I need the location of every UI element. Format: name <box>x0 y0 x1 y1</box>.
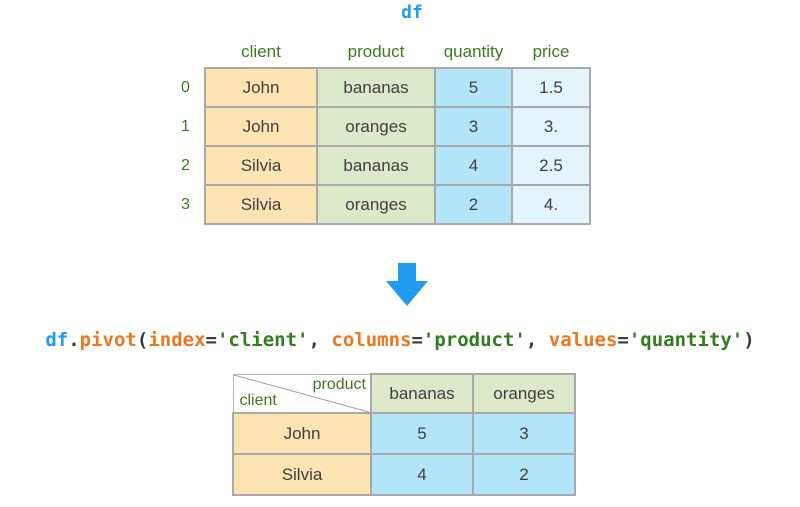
down-arrow-icon <box>386 263 428 306</box>
corner-diagonal: product client <box>233 374 370 412</box>
code-token-equals-1: = <box>205 329 217 351</box>
table-row: John 5 3 <box>232 412 576 455</box>
df-column-header-quantity: quantity <box>443 42 504 61</box>
df-column-header-client: client <box>241 42 281 61</box>
row-index: 1 <box>181 117 190 135</box>
cell-price: 1.5 <box>511 67 591 108</box>
pivot-corner-cell: product client <box>232 373 372 414</box>
dataframe-title: df <box>401 2 423 23</box>
cell-price: 2.5 <box>511 145 591 186</box>
row-index: 0 <box>181 78 190 96</box>
cell-product: bananas <box>316 145 436 186</box>
cell-price: 4. <box>511 184 591 225</box>
input-dataframe-table: client product quantity price 0 John ban… <box>167 37 591 225</box>
row-index: 2 <box>181 156 190 174</box>
corner-label-client: client <box>239 392 277 409</box>
cell-quantity: 4 <box>434 145 513 186</box>
cell-quantity: 5 <box>434 67 513 108</box>
row-index: 3 <box>181 195 190 213</box>
pivot-code-line: df.pivot(index='client', columns='produc… <box>0 329 800 351</box>
code-token-comma-2: , <box>525 329 549 351</box>
pivot-row-index: John <box>232 412 372 455</box>
cell-client: John <box>204 67 318 108</box>
code-token-string-quantity: 'quantity' <box>628 329 744 351</box>
cell-product: oranges <box>316 184 436 225</box>
code-token-arg-columns: columns <box>331 329 412 351</box>
pivot-column-header-oranges: oranges <box>472 373 576 414</box>
df-index-header <box>167 37 205 68</box>
code-token-string-client: 'client' <box>216 329 309 351</box>
code-token-equals-2: = <box>411 329 423 351</box>
code-token-equals-3: = <box>617 329 629 351</box>
code-token-close-paren: ) <box>743 329 755 351</box>
corner-label-product: product <box>312 375 366 393</box>
pivot-value-cell: 2 <box>472 453 576 496</box>
pivot-header-row: product client bananas oranges <box>232 373 576 414</box>
df-column-header-product: product <box>347 42 405 61</box>
cell-quantity: 3 <box>434 106 513 147</box>
pivot-result-table: product client bananas oranges John 5 3 … <box>232 373 576 496</box>
code-token-open-paren: ( <box>136 329 149 351</box>
pivot-value-cell: 3 <box>472 412 576 455</box>
table-row: 1 John oranges 3 3. <box>167 106 591 147</box>
table-row: 0 John bananas 5 1.5 <box>167 67 591 108</box>
cell-client: Silvia <box>204 145 318 186</box>
diagonal-line-icon <box>233 374 370 412</box>
cell-client: Silvia <box>204 184 318 225</box>
df-column-header-price: price <box>532 42 570 61</box>
table-row: 3 Silvia oranges 2 4. <box>167 184 591 225</box>
code-token-string-product: 'product' <box>422 329 526 351</box>
cell-product: bananas <box>316 67 436 108</box>
cell-price: 3. <box>511 106 591 147</box>
table-row: Silvia 4 2 <box>232 453 576 496</box>
pivot-value-cell: 4 <box>370 453 474 496</box>
code-token-arg-index: index <box>148 329 206 351</box>
code-token-dot: . <box>68 329 80 351</box>
pivot-value-cell: 5 <box>370 412 474 455</box>
pivot-row-index: Silvia <box>232 453 372 496</box>
pivot-column-header-bananas: bananas <box>370 373 474 414</box>
code-token-arg-values: values <box>548 329 618 351</box>
cell-client: John <box>204 106 318 147</box>
table-row: 2 Silvia bananas 4 2.5 <box>167 145 591 186</box>
code-token-df: df <box>45 329 69 351</box>
code-token-comma-1: , <box>308 329 332 351</box>
cell-quantity: 2 <box>434 184 513 225</box>
df-header-row: client product quantity price <box>167 37 590 68</box>
cell-product: oranges <box>316 106 436 147</box>
code-token-pivot: pivot <box>79 329 137 351</box>
